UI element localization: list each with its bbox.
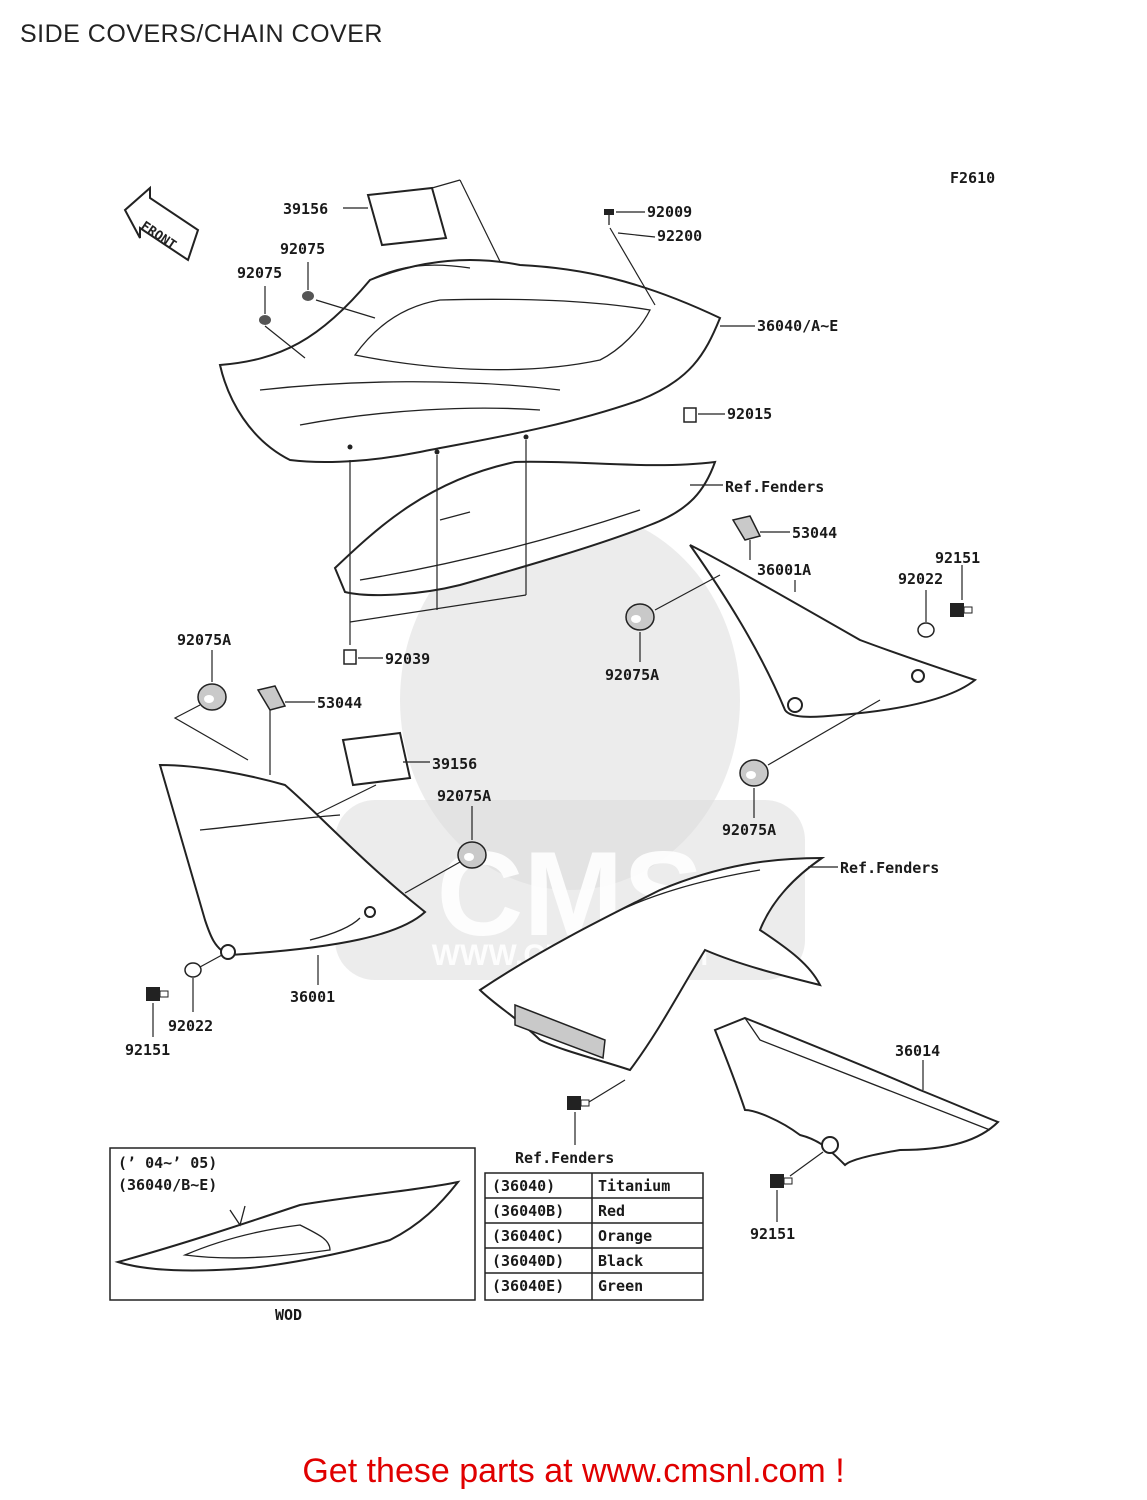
callout-92075a-right: 92075A <box>722 821 776 839</box>
callout-ref-fenders-2: Ref.Fenders <box>840 859 939 877</box>
callout-92022-left: 92022 <box>168 1017 213 1035</box>
callout-92039: 92039 <box>385 650 430 668</box>
footer-link[interactable]: Get these parts at www.cmsnl.com ! <box>302 1452 845 1490</box>
pin-53044-right-icon <box>731 515 762 541</box>
callout-ref-fenders-3: Ref.Fenders <box>515 1149 614 1167</box>
table-row-code: (36040D) <box>492 1252 564 1270</box>
callout-92075-b: 92075 <box>237 264 282 282</box>
label-sticker-left <box>341 731 412 787</box>
callout-36014: 36014 <box>895 1042 940 1060</box>
inset-years: (’ 04~’ 05) <box>118 1154 217 1172</box>
callout-92015: 92015 <box>727 405 772 423</box>
table-row-color: Orange <box>598 1227 652 1245</box>
grommet-92075a-right-icon <box>739 759 769 787</box>
callout-53044-right: 53044 <box>792 524 837 542</box>
callout-36040: 36040/A~E <box>757 317 838 335</box>
table-row-color: Green <box>598 1277 643 1295</box>
washer-92022-left-icon <box>184 962 202 978</box>
table-row-color: Red <box>598 1202 625 1220</box>
callout-92075a-left: 92075A <box>177 631 231 649</box>
callout-ref-fenders-1: Ref.Fenders <box>725 478 824 496</box>
side-cover-right <box>689 544 978 718</box>
callout-53044-left: 53044 <box>317 694 362 712</box>
grommet-92075a-left-icon <box>197 683 227 711</box>
table-row-code: (36040B) <box>492 1202 564 1220</box>
callout-36001a: 36001A <box>757 561 811 579</box>
callout-92200: 92200 <box>657 227 702 245</box>
rear-fender-inner <box>333 460 717 597</box>
tail-cover <box>218 259 722 463</box>
table-row-color: Black <box>598 1252 643 1270</box>
side-cover-left <box>158 763 427 960</box>
grommet-92075a-center-icon <box>457 841 487 869</box>
color-table: (36040) Titanium (36040B) Red (36040C) O… <box>484 1172 704 1301</box>
table-row-code: (36040) <box>492 1177 555 1195</box>
clip-92015-icon <box>683 407 697 423</box>
chain-cover <box>713 1016 1000 1167</box>
callout-92009: 92009 <box>647 203 692 221</box>
grommet-92075a-mid-icon <box>625 603 655 631</box>
bolt-92151-bottom-icon <box>770 1174 793 1188</box>
label-sticker-top <box>343 179 516 293</box>
table-row-code: (36040C) <box>492 1227 564 1245</box>
grommet-92075-b-icon <box>259 315 271 325</box>
parts-diagram: CMS WWW.CMSNL.COM F2610 FRONT 39156 3604… <box>109 169 1000 1324</box>
pin-53044-left-icon <box>256 685 287 711</box>
table-row-code: (36040E) <box>492 1277 564 1295</box>
inset-box: (’ 04~’ 05) (36040/B~E) WOD <box>109 1147 476 1324</box>
callout-92075a-mid: 92075A <box>605 666 659 684</box>
callout-92075a-center: 92075A <box>437 787 491 805</box>
callout-92151-bottom: 92151 <box>750 1225 795 1243</box>
callout-39156-top: 39156 <box>283 200 328 218</box>
rear-fender-lower <box>478 856 826 1072</box>
bolt-ref-fenders-icon <box>567 1096 590 1110</box>
bolt-92009-icon <box>604 209 614 225</box>
page-title: SIDE COVERS/CHAIN COVER <box>20 20 383 48</box>
callout-36001: 36001 <box>290 988 335 1006</box>
bolt-92151-right-icon <box>950 603 973 617</box>
callout-92022-right: 92022 <box>898 570 943 588</box>
figure-code: F2610 <box>950 169 995 187</box>
callout-92075-a: 92075 <box>280 240 325 258</box>
table-row-color: Titanium <box>598 1177 670 1195</box>
inset-caption: WOD <box>275 1306 302 1324</box>
washer-92022-right-icon <box>917 622 935 638</box>
inset-parts: (36040/B~E) <box>118 1176 217 1194</box>
callout-92151-left: 92151 <box>125 1041 170 1059</box>
grommet-92075-a-icon <box>302 291 314 301</box>
bolt-92151-left-icon <box>146 987 169 1001</box>
callout-39156-left: 39156 <box>432 755 477 773</box>
fastener-92039-icon <box>343 649 357 665</box>
callout-92151-right: 92151 <box>935 549 980 567</box>
front-arrow-icon: FRONT <box>123 185 200 262</box>
